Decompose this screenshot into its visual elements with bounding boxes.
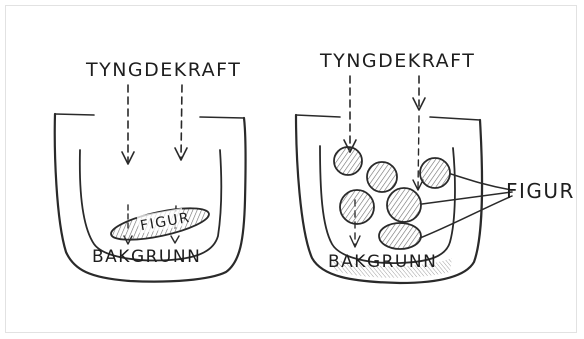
right-figures (333, 146, 451, 250)
right-figure-pointers (419, 173, 513, 239)
left-container (53, 112, 247, 283)
right-container (294, 113, 484, 285)
left-figure: FIGUR (110, 207, 210, 241)
left-panel: TYNGDEKRAFT FIGUR BAKGRUNN (53, 59, 247, 283)
right-panel: TYNGDEKRAFT (294, 50, 575, 285)
right-gravity-label: TYNGDEKRAFT (319, 50, 475, 72)
right-figure-label: FIGUR (506, 179, 575, 203)
left-gravity-label: TYNGDEKRAFT (85, 59, 241, 81)
right-background-label: BAKGRUNN (328, 252, 437, 272)
right-background-shading (330, 258, 452, 278)
left-background-label: BAKGRUNN (92, 247, 201, 267)
